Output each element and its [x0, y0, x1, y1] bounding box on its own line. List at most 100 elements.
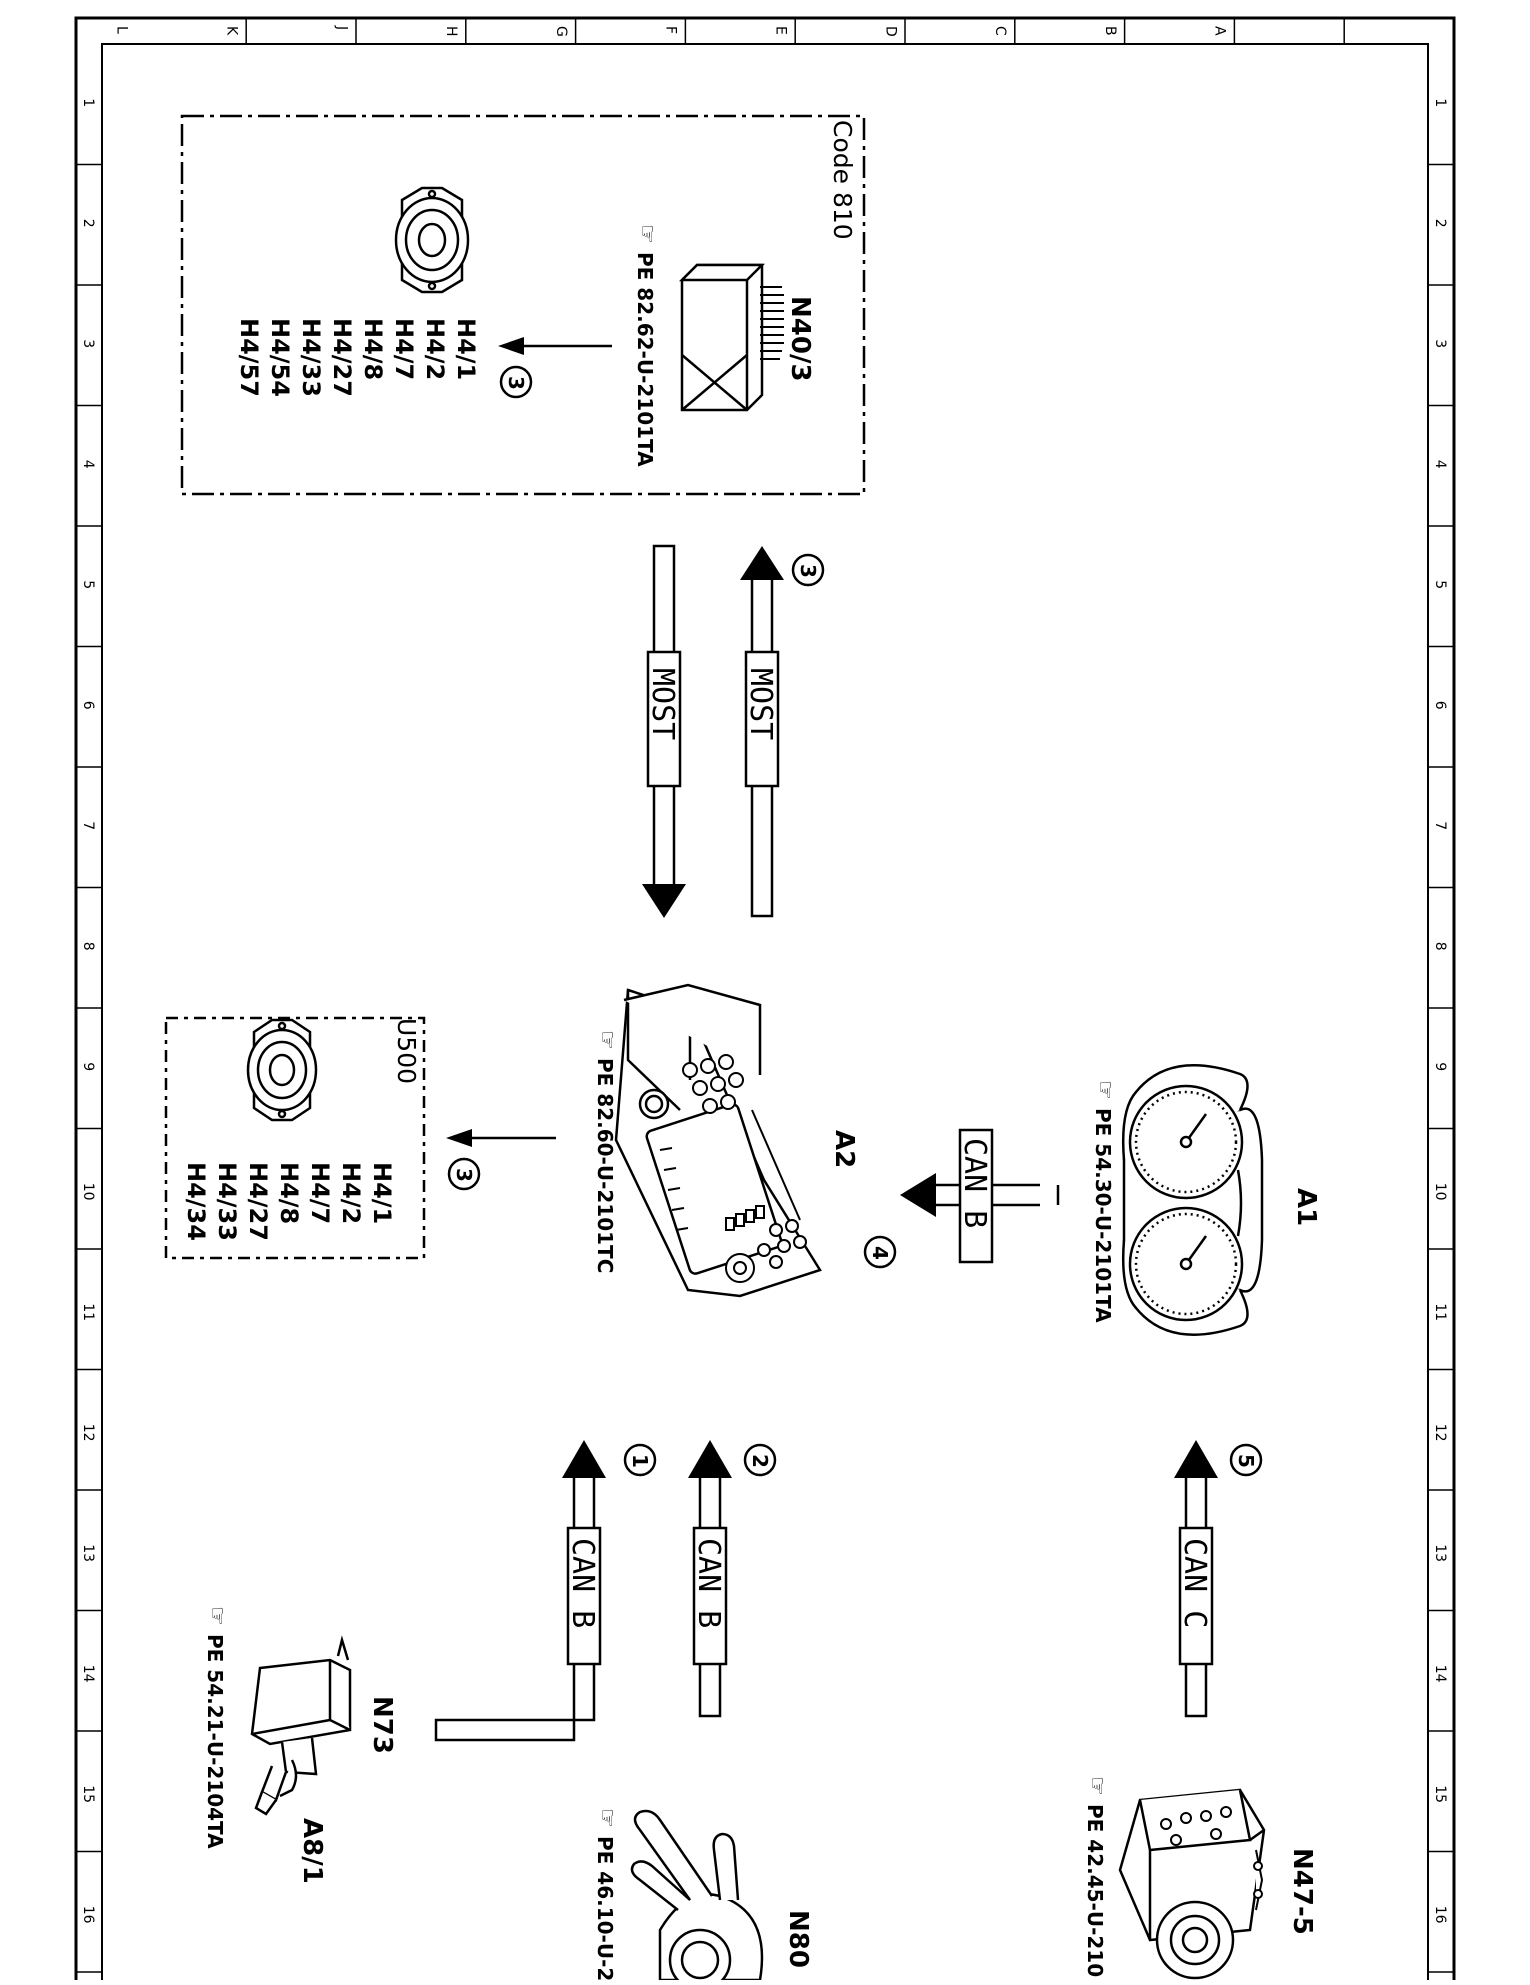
row-number-right: 6: [1432, 701, 1448, 710]
row-number-left: 16: [80, 1906, 96, 1924]
pin-label: H4/54: [266, 318, 294, 397]
column-letter: F: [663, 26, 679, 34]
frame-ticks: [76, 18, 1454, 1973]
u500-speaker-icon: [246, 1018, 318, 1122]
pin-label: H4/7: [306, 1162, 334, 1224]
row-number-left: 3: [80, 339, 96, 348]
pin-label: H4/2: [337, 1162, 365, 1224]
a1-ref-pointer-icon: ☞: [1092, 1080, 1117, 1100]
u500-group-box: [164, 1016, 426, 1260]
row-number-right: 14: [1432, 1665, 1448, 1683]
row-number-right: 2: [1432, 219, 1448, 228]
pin-label: H4/27: [244, 1162, 272, 1241]
a1-ref: PE 54.30-U-2101TA: [1091, 1108, 1115, 1323]
row-number-left: 11: [80, 1303, 96, 1321]
code810-group-box: [180, 114, 866, 496]
column-letter: L: [114, 26, 130, 34]
n47-5-ref: PE 42.45-U-210: [1083, 1804, 1107, 1977]
column-letter: K: [223, 26, 239, 36]
most-bus-up: MOST: [740, 546, 784, 918]
row-number-right: 9: [1432, 1062, 1448, 1071]
row-number-left: 8: [80, 942, 96, 951]
column-letter: C: [992, 26, 1008, 36]
pin-label: H4/2: [421, 318, 449, 380]
pin-label: H4/1: [452, 318, 480, 380]
row-number-right: 7: [1432, 821, 1448, 830]
row-number-right: 13: [1432, 1544, 1448, 1562]
n40-3-amplifier-icon: [678, 263, 784, 412]
pin-label: H4/33: [213, 1162, 241, 1241]
n40-3-ref-pointer-icon: ☞: [634, 224, 659, 244]
row-number-right: 16: [1432, 1906, 1448, 1924]
n80-ref-pointer-icon: ☞: [594, 1808, 619, 1828]
row-number-right: 10: [1432, 1183, 1448, 1201]
pin-label: H4/33: [297, 318, 325, 397]
n73-ref-pointer-icon: ☞: [204, 1606, 229, 1626]
code810-arrowhead-icon: [498, 337, 524, 355]
code810-speaker-icon: [394, 186, 470, 294]
column-letter: D: [882, 26, 898, 37]
row-number-left: 13: [80, 1544, 96, 1562]
u500-label: U500: [392, 1018, 421, 1084]
frame-outer: [74, 16, 1456, 1985]
most-down-text: MOST: [645, 668, 680, 740]
can-b-1-step-circle: [623, 1443, 657, 1477]
u500-arrowhead-icon: [446, 1129, 472, 1147]
n73-sub-label: A8/1: [297, 1818, 327, 1884]
most-up-text: MOST: [743, 668, 778, 740]
most-up-step-circle: [791, 553, 825, 587]
code810-label: Code 810: [828, 120, 857, 240]
n47-5-label: N47-5: [1287, 1848, 1317, 1935]
row-number-left: 4: [80, 460, 96, 469]
pin-label: H4/1: [368, 1162, 396, 1224]
can-b-1-step-number: 1: [628, 1454, 652, 1468]
row-number-right: 15: [1432, 1785, 1448, 1803]
a1-instrument-cluster-icon: [1121, 1064, 1264, 1336]
code810-step-circle: [499, 365, 533, 399]
a1-label: A1: [1291, 1188, 1321, 1226]
n40-3-label: N40/3: [785, 296, 815, 382]
row-number-right: 12: [1432, 1424, 1448, 1442]
can-b-2-step-circle: [743, 1443, 777, 1477]
row-number-right: 8: [1432, 942, 1448, 951]
n80-ref: PE 46.10-U-2: [593, 1836, 617, 1980]
row-number-left: 5: [80, 580, 96, 589]
row-number-right: 5: [1432, 580, 1448, 589]
pin-label: H4/7: [390, 318, 418, 380]
a2-ref: PE 82.60-U-2101TC: [593, 1058, 617, 1273]
can-b-1-text: CAN B: [565, 1538, 600, 1628]
n80-label: N80: [783, 1910, 813, 1968]
pin-label: H4/8: [275, 1162, 303, 1224]
can-c-5-text: CAN C: [1177, 1538, 1212, 1628]
most-bus-down: MOST: [642, 544, 686, 918]
n47-5-esp-unit-icon: [1118, 1788, 1266, 1980]
column-letter: E: [772, 26, 788, 35]
row-number-left: 7: [80, 821, 96, 830]
most-up-step-number: 3: [796, 564, 820, 578]
row-number-right: 1: [1432, 98, 1448, 107]
pin-label: H4/34: [182, 1162, 210, 1241]
row-number-left: 6: [80, 701, 96, 710]
can-b-a1-bus: CAN B: [900, 1128, 1060, 1264]
column-letter: G: [553, 26, 569, 37]
row-number-left: 9: [80, 1062, 96, 1071]
can-b-2-bus: CAN B: [688, 1440, 732, 1718]
n73-ref: PE 54.21-U-2104TA: [203, 1634, 227, 1849]
row-number-left: 1: [80, 98, 96, 107]
can-b-1-bus: CAN B: [434, 1440, 606, 1742]
frame-inner: [101, 43, 1429, 1985]
can-b-a1-text: CAN B: [957, 1138, 992, 1228]
n47-5-ref-pointer-icon: ☞: [1084, 1776, 1109, 1796]
row-number-left: 2: [80, 219, 96, 228]
can-c-5-step-number: 5: [1234, 1454, 1258, 1468]
row-number-right: 3: [1432, 339, 1448, 348]
column-letter: H: [443, 26, 459, 37]
row-number-left: 14: [80, 1665, 96, 1683]
u500-step-circle: [447, 1157, 481, 1191]
pin-label: H4/8: [359, 318, 387, 380]
